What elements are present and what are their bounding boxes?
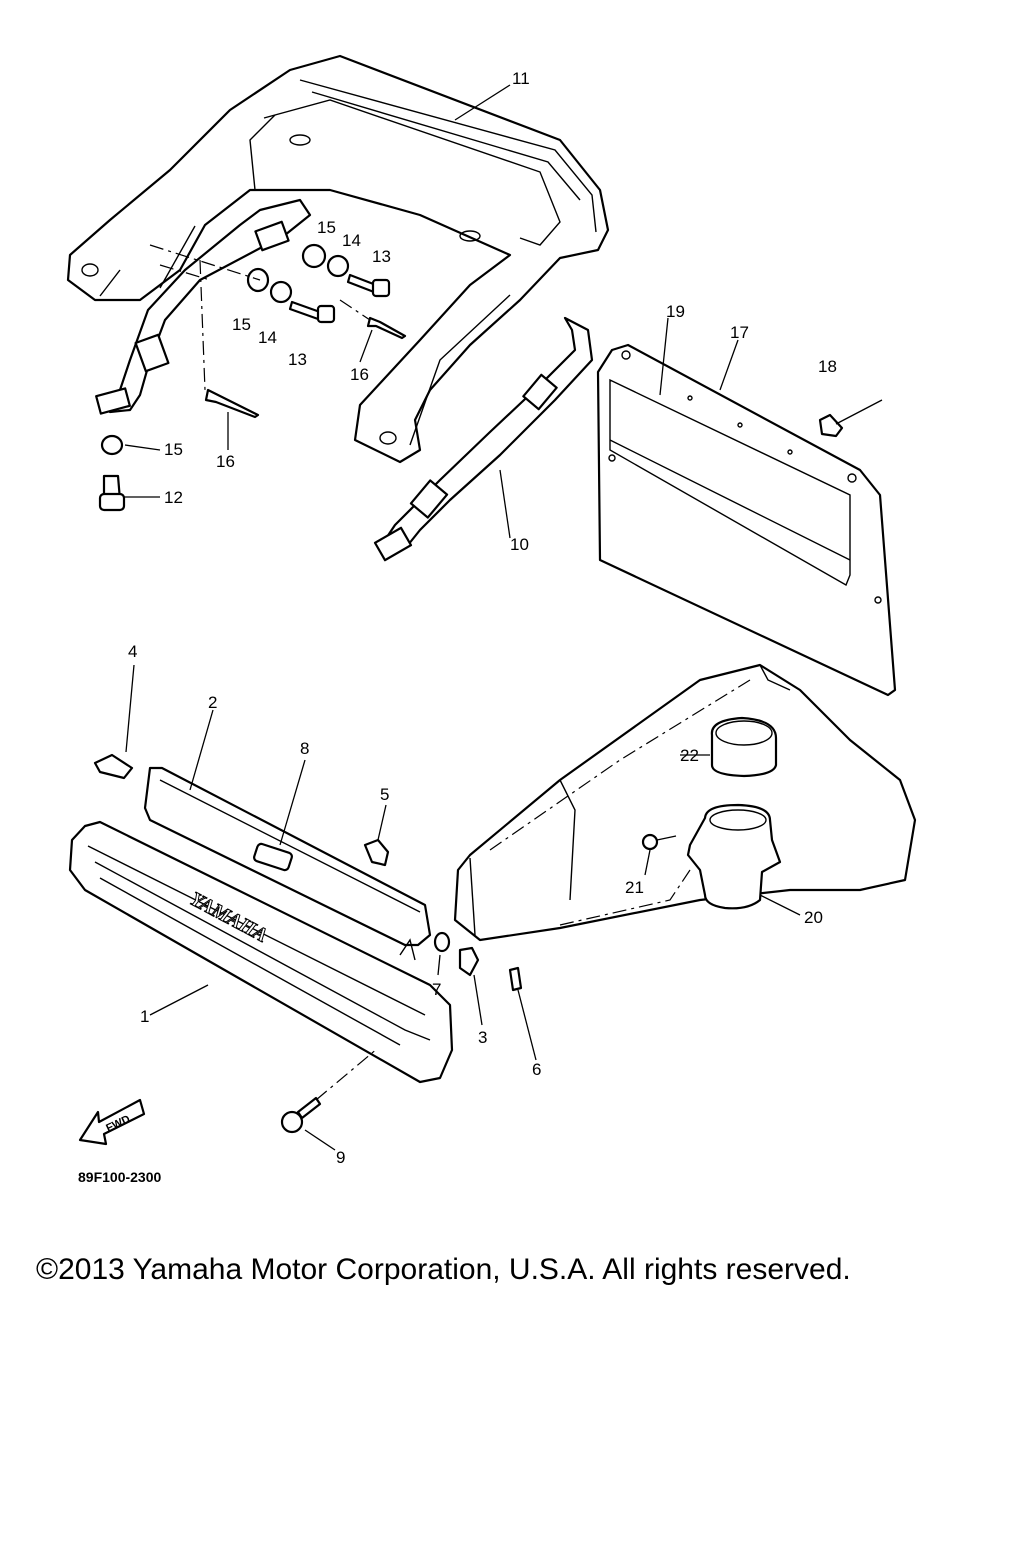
washer-14-upper (326, 254, 350, 278)
part-5-fastener (363, 838, 390, 867)
leader-lines (124, 84, 801, 1151)
callout-16-lower: 16 (216, 452, 235, 471)
callout-8: 8 (300, 739, 309, 758)
callout-10: 10 (510, 535, 529, 554)
part-1-bumper (68, 820, 454, 1084)
part-3-clip (458, 946, 480, 977)
callout-15-upper: 15 (317, 218, 336, 237)
callout-7: 7 (432, 980, 441, 999)
part-10-stay-right (373, 316, 594, 562)
screw-16-upper (366, 316, 407, 340)
collar-15-lower (100, 434, 124, 456)
part-20-fitting (686, 803, 782, 910)
callout-16-upper: 16 (350, 365, 369, 384)
part-6-pin (508, 966, 523, 992)
part-8-label (253, 842, 293, 872)
part-4-bracket (93, 753, 134, 780)
callout-6: 6 (532, 1060, 541, 1079)
callout-15-lower: 15 (164, 440, 183, 459)
callout-12: 12 (164, 488, 183, 507)
part-7-washer (433, 931, 451, 953)
collar-15-mid (246, 267, 270, 293)
callout-13-upper: 13 (372, 247, 391, 266)
callouts: 11 15 14 13 15 14 13 16 15 16 12 10 19 1… (128, 69, 837, 1167)
part-21-clip (641, 833, 677, 851)
callout-5: 5 (380, 785, 389, 804)
part-left-stay (95, 198, 312, 415)
hardware-group-upper (98, 243, 407, 512)
part-17-mud-flap (596, 343, 897, 697)
callout-17: 17 (730, 323, 749, 342)
callout-18: 18 (818, 357, 837, 376)
part-18-screw (818, 399, 883, 438)
fwd-arrow-icon (78, 1098, 146, 1146)
bolt-12-head (98, 492, 126, 512)
callout-9: 9 (336, 1148, 345, 1167)
bolt-13-upper-head (371, 278, 391, 298)
screw-16-lower (204, 388, 260, 419)
part-tank-body (453, 663, 917, 942)
bolt-13-upper (346, 273, 378, 294)
callout-13-mid: 13 (288, 350, 307, 369)
callout-4: 4 (128, 642, 137, 661)
callout-22: 22 (680, 746, 699, 765)
callout-2: 2 (208, 693, 217, 712)
callout-3: 3 (478, 1028, 487, 1047)
callout-15-mid: 15 (232, 315, 251, 334)
part-11-grab-rail (66, 54, 610, 464)
collar-15-upper (301, 243, 327, 269)
callout-20: 20 (804, 908, 823, 927)
callout-1: 1 (140, 1007, 149, 1026)
washer-14-mid (269, 280, 293, 304)
copyright-notice: ©2013 Yamaha Motor Corporation, U.S.A. A… (36, 1253, 851, 1286)
part-9-bolt (280, 1047, 379, 1134)
bolt-13-mid (288, 300, 322, 321)
callout-11: 11 (512, 69, 530, 88)
drawing-number: 89F100-2300 (78, 1169, 162, 1185)
callout-19: 19 (666, 302, 685, 321)
callout-14-upper: 14 (342, 231, 361, 250)
bolt-13-mid-head (316, 304, 336, 324)
callout-14-mid: 14 (258, 328, 277, 347)
callout-21: 21 (625, 878, 644, 897)
part-22-cap (710, 716, 778, 778)
